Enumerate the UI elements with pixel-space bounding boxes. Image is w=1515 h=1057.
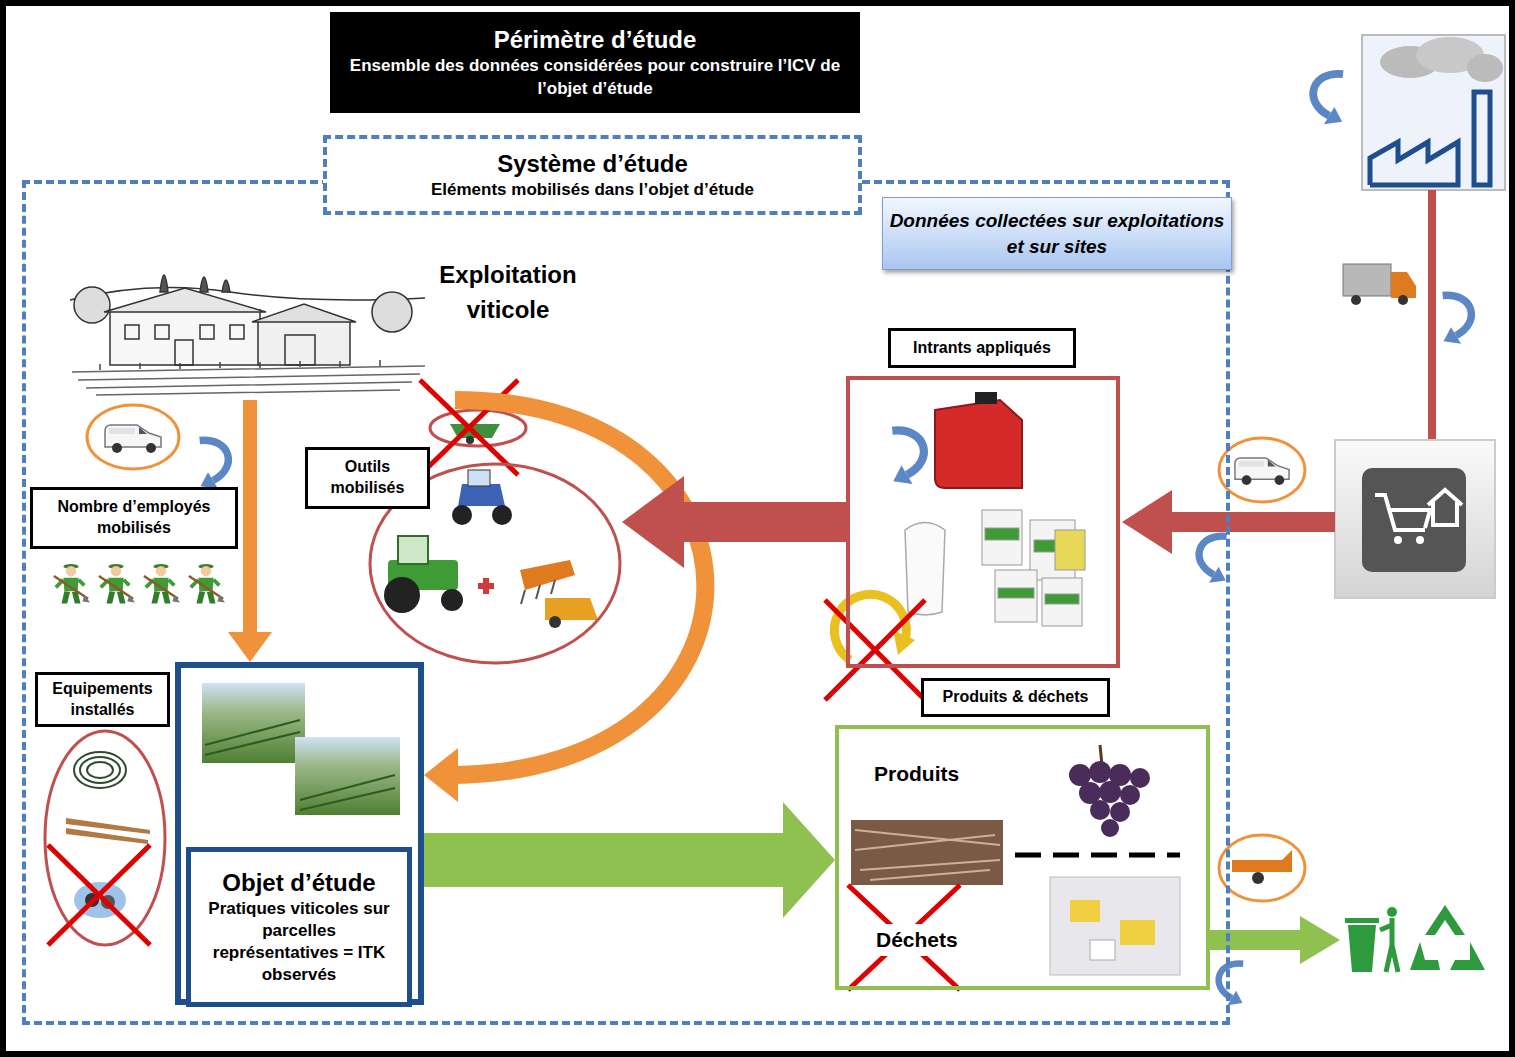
block-arrow: [622, 476, 846, 568]
node-text: Système d’étude: [497, 149, 688, 179]
block-arrow: [424, 802, 835, 918]
node-text: Produits: [874, 761, 959, 786]
node-text: Produits & déchets: [943, 687, 1089, 708]
node-text: Eléments mobilisés dans l’objet d’étude: [431, 179, 754, 201]
node-text: Intrants appliqués: [913, 338, 1051, 359]
system-boundary: Système d’étudeEléments mobilisés dans l…: [22, 180, 1230, 1025]
scope-box: Périmètre d’étudeEnsemble des données co…: [330, 12, 860, 113]
node-text: Pratiques viticoles sur parcelles représ…: [197, 898, 401, 986]
label-box: Déchets: [872, 924, 972, 956]
label-box: Equipements installés: [35, 672, 170, 727]
label-box: Système d’étudeEléments mobilisés dans l…: [323, 135, 862, 215]
node-text: Outils mobilisés: [314, 457, 421, 499]
connector-line: [243, 400, 257, 641]
node-text: Objet d’étude: [222, 868, 375, 898]
node-text: Périmètre d’étude: [494, 25, 697, 55]
study-object: Objet d’étudePratiques viticoles sur par…: [175, 662, 424, 1005]
label-box: Produits & déchets: [921, 678, 1110, 717]
node-text: Ensemble des données considérées pour co…: [336, 55, 854, 99]
node-text: Equipements installés: [44, 679, 161, 721]
connector: [622, 476, 846, 568]
node-text: Nombre d’employés mobilisés: [39, 497, 229, 539]
arrow-head: [228, 632, 272, 662]
text-group: Equipements installés: [38, 675, 167, 724]
outputs-box: Produits & déchetsProduitsDéchets: [835, 725, 1210, 990]
tools-ellipse: Outils mobilisés: [368, 462, 622, 665]
arrow-head: [424, 748, 458, 802]
node-text: Déchets: [876, 927, 958, 952]
label-box: Produits: [870, 758, 980, 790]
label-box: Outils mobilisés: [305, 447, 430, 509]
connector: [424, 400, 705, 802]
farm-node: Exploitation viticole: [70, 255, 600, 400]
label-box: Nombre d’employés mobilisés: [30, 487, 238, 549]
text-group: Exploitation viticole: [422, 256, 594, 330]
label-box: Intrants appliqués: [888, 328, 1076, 368]
node-text: Exploitation viticole: [428, 258, 588, 328]
label-box: Objet d’étudePratiques viticoles sur par…: [186, 847, 412, 1007]
note-box: Données collectées sur exploitations et …: [882, 197, 1232, 270]
connector: [424, 802, 835, 918]
connector-line: [448, 400, 706, 775]
node-text: Données collectées sur exploitations et …: [889, 208, 1225, 259]
text-group: Données collectées sur exploitations et …: [883, 198, 1231, 269]
inputs-box: Intrants appliqués: [846, 376, 1120, 668]
text-group: Nombre d’employés mobilisés: [33, 490, 235, 546]
text-group: Périmètre d’étudeEnsemble des données co…: [330, 12, 860, 113]
